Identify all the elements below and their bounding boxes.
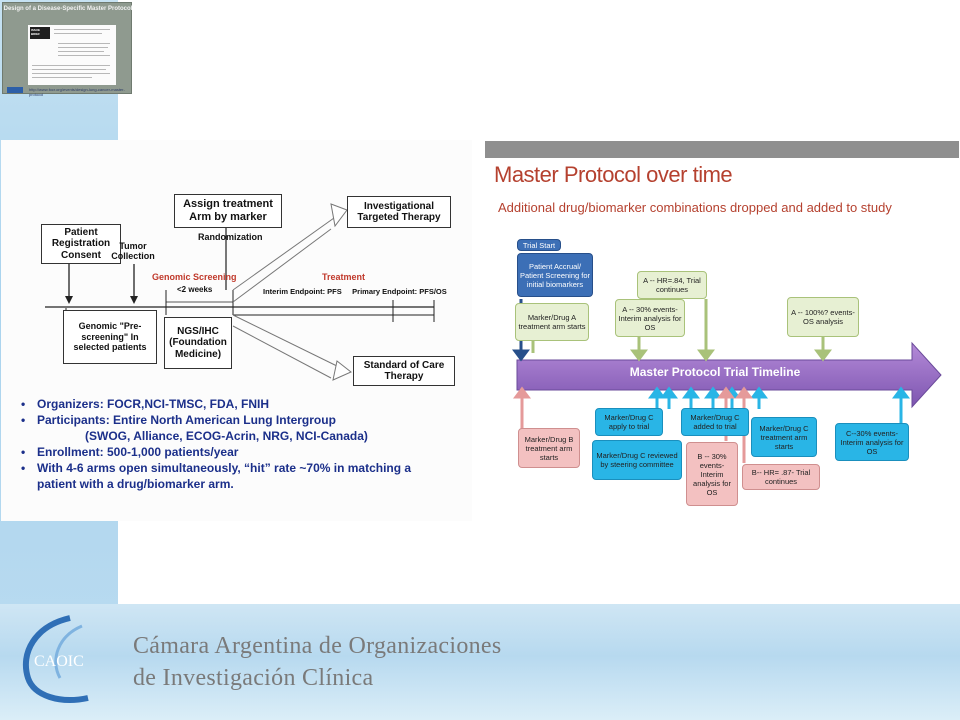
tumor-collection-label: Tumor Collection [111,240,155,261]
c-added-chip: Marker/Drug C added to trial [681,408,749,436]
flow-lines [45,203,435,381]
thumb-line [32,69,106,70]
thumb-line [54,29,110,30]
assign-treatment-box: Assign treatment Arm by marker [174,194,282,228]
bullet-text: (SWOG, Alliance, ECOG-Acrin, NRG, NCI-Ca… [85,429,368,443]
trial-start-chip: Trial Start [517,239,561,251]
marker-a-chip: Marker/Drug A treatment arm starts [515,303,589,341]
logo-line-2: de Investigación Clínica [133,665,374,691]
caoic-logo-icon: CAOIC [22,615,89,703]
endpoints-label: Interim Endpoint: PFS Primary Endpoint: … [263,287,447,296]
logo-abbr: CAOIC [34,653,84,670]
thumb-line [54,33,102,34]
b-hr-chip: B-- HR= .87- Trial continues [742,464,820,490]
thumbnail-logo-icon [7,87,23,93]
summary-bullets: •Organizers: FOCR,NCI-TMSC, FDA, FNIH •P… [21,396,471,492]
thumbnail-url: http://www.focr.org/events/design-lung-c… [29,87,125,97]
investigational-therapy-box: Investigational Targeted Therapy [347,196,451,228]
standard-of-care-box: Standard of Care Therapy [353,356,455,386]
master-protocol-title: Master Protocol over time [494,162,733,187]
bullet-text: Organizers: FOCR,NCI-TMSC, FDA, FNIH [37,397,270,411]
thumb-line [58,47,108,48]
bottom-decor-band [0,604,960,720]
bullet-text: With 4-6 arms open simultaneously, “hit”… [37,461,412,475]
thumb-line [58,43,110,44]
thumbnail-badge: ISSUE BRIEF [30,27,50,39]
genomic-screening-label: Genomic Screening [152,272,237,282]
bullet-item: •Participants: Entire North American Lun… [21,413,336,427]
master-protocol-panel: Master Protocol over time Additional dru… [485,141,959,521]
bullet-text: patient with a drug/biomarker arm. [37,477,234,491]
patient-accrual-chip: Patient Accrual/ Patient Screening for i… [517,253,593,297]
a-hr-chip: A -- HR=.84, Trial continues [637,271,707,299]
trial-flow-panel: Patient Registration Consent Tumor Colle… [1,140,472,521]
patient-registration-box: Patient Registration Consent [41,224,121,264]
thumb-line [32,77,92,78]
a-100pct-chip: A -- 100%? events- OS analysis [787,297,859,337]
logo-line-1: Cámara Argentina de Organizaciones [133,633,502,659]
thumb-line [58,55,110,56]
thumbnail-document: ISSUE BRIEF [28,25,116,85]
bullet-continuation: patient with a drug/biomarker arm. [21,476,471,492]
a-30pct-chip: A -- 30% events- Interim analysis for OS [615,299,685,337]
c-arm-chip: Marker/Drug C treatment arm starts [751,417,817,457]
c-reviewed-chip: Marker/Drug C reviewed by steering commi… [592,440,682,480]
thumb-line [32,65,110,66]
ngs-ihc-box: NGS/IHC (Foundation Medicine) [164,317,232,369]
c-apply-chip: Marker/Drug C apply to trial [595,408,663,436]
master-protocol-subtitle: Additional drug/biomarker combinations d… [498,200,892,215]
bullet-continuation: (SWOG, Alliance, ECOG-Acrin, NRG, NCI-Ca… [21,428,471,444]
thumb-line [32,73,110,74]
panel-top-bar [485,141,959,158]
bullet-item: •Organizers: FOCR,NCI-TMSC, FDA, FNIH [21,397,270,411]
bullet-item: •Enrollment: 500-1,000 patients/year [21,445,239,459]
thumb-line [58,51,104,52]
c-30pct-chip: C--30% events- Interim analysis for OS [835,423,909,461]
timeline-label: Master Protocol Trial Timeline [629,365,801,379]
bullet-text: Participants: Entire North American Lung… [37,413,336,427]
bullet-item: •With 4-6 arms open simultaneously, “hit… [21,461,412,475]
genomic-prescreening-box: Genomic "Pre-screening" In selected pati… [63,310,157,364]
under-2-weeks-label: <2 weeks [177,285,213,294]
b-30pct-chip: B -- 30% events- Interim analysis for OS [686,442,738,506]
thumbnail-title: Design of a Disease-Specific Master Prot… [3,6,133,12]
issue-brief-thumbnail: Design of a Disease-Specific Master Prot… [2,2,133,97]
treatment-label: Treatment [322,272,366,282]
bullet-text: Enrollment: 500-1,000 patients/year [37,445,239,459]
randomization-label: Randomization [198,232,263,242]
marker-b-chip: Marker/Drug B treatment arm starts [518,428,580,468]
